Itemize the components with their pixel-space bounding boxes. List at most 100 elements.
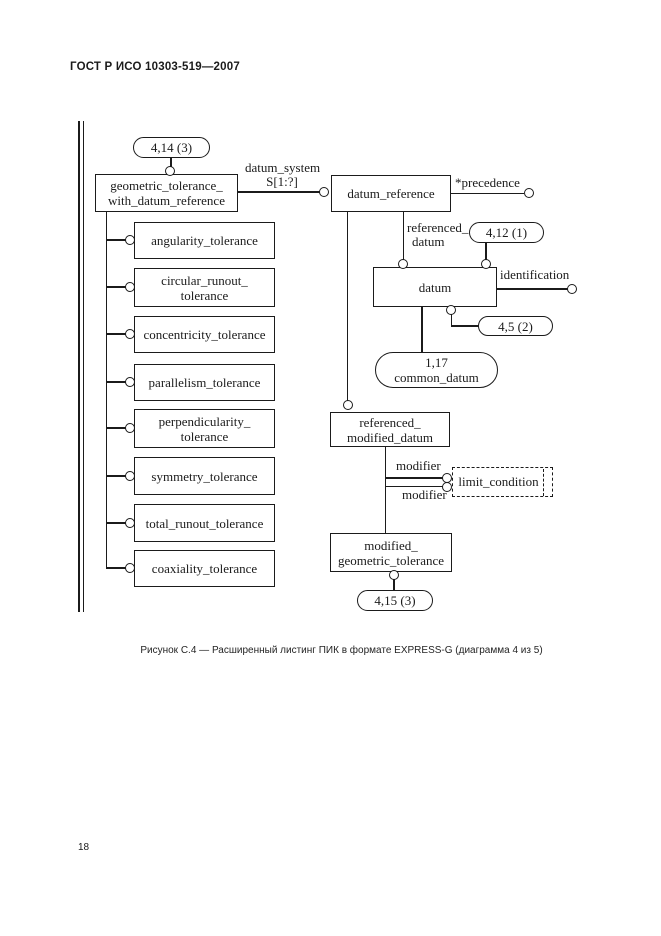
entity-label: parallelism_tolerance [148, 375, 261, 390]
entity-label: with_datum_reference [108, 193, 225, 208]
entity-label: concentricity_tolerance [143, 327, 266, 342]
entity-label: angularity_tolerance [151, 233, 258, 248]
connector-line [169, 157, 172, 167]
page-number: 18 [78, 842, 90, 853]
connector-line [485, 243, 487, 261]
relation-line-modifier-trunk [384, 447, 386, 533]
entity-label: modified_datum [347, 429, 433, 445]
connector-line [451, 325, 479, 327]
relation-circle [442, 482, 452, 492]
attribute-line-precedence [451, 192, 524, 194]
entity-box-symmetry-tolerance: symmetry_tolerance [134, 457, 275, 495]
attribute-label-precedence: *precedence [455, 175, 520, 190]
page-ref-oval-datum-in: 4,12 (1) [469, 222, 544, 243]
standard-designation: ГОСТ Р ИСО 10303-519—2007 [70, 61, 240, 73]
connector-line [450, 314, 452, 326]
entity-label: coaxiality_tolerance [151, 561, 258, 576]
subtype-circle [125, 235, 135, 245]
entity-label: tolerance [180, 428, 229, 444]
attribute-line-identification [497, 288, 568, 290]
entity-box-parallelism-tolerance: parallelism_tolerance [134, 364, 275, 401]
supertype-line-common-datum [420, 307, 423, 352]
entity-label: symmetry_tolerance [151, 468, 258, 484]
entity-label: referenced_ [359, 414, 421, 430]
attribute-line-modifier-bottom [385, 485, 443, 487]
attribute-label-line: datum_system [245, 160, 321, 175]
page-ref-label: 4,14 (3) [150, 140, 193, 155]
relation-line-datum-reference-to-referenced-modified-datum [346, 212, 348, 401]
relation-circle [398, 259, 408, 269]
relation-circle [165, 166, 175, 176]
subtype-branch-line [106, 475, 127, 477]
entity-box-coaxiality-tolerance: coaxiality_tolerance [134, 550, 275, 587]
relation-circle [319, 187, 329, 197]
figure-caption: Рисунок С.4 — Расширенный листинг ПИК в … [140, 645, 543, 656]
relation-circle [567, 284, 577, 294]
entity-label: circular_runout_ [161, 272, 248, 288]
subtype-circle [125, 329, 135, 339]
attribute-line-modifier-top [385, 477, 443, 479]
subtype-branch-line [106, 522, 127, 524]
subtype-branch-line [106, 286, 127, 288]
subtype-branch-line [106, 333, 127, 335]
subtype-circle [125, 563, 135, 573]
entity-box-circular-runout-tolerance: circular_runout_ tolerance [134, 268, 275, 307]
entity-box-perpendicularity-tolerance: perpendicularity_ tolerance [134, 409, 275, 448]
entity-label: datum [418, 279, 452, 295]
entity-label: modified_ [364, 537, 418, 553]
attribute-label-line: S[1:?] [266, 174, 298, 189]
attribute-label-identification: identification [500, 267, 570, 282]
page-ref-label: common_datum [394, 370, 479, 385]
subtype-circle [125, 518, 135, 528]
select-type-inner-edge [543, 468, 544, 496]
page-ref-label: 4,12 (1) [485, 225, 528, 240]
entity-box-referenced-modified-datum: referenced_ modified_datum [330, 412, 450, 447]
attribute-label-datum-system: datum_system S[1:?] [245, 160, 321, 189]
entity-box-angularity-tolerance: angularity_tolerance [134, 222, 275, 259]
entity-label: geometric_tolerance [337, 552, 445, 568]
page-ref-oval-common-datum: 1,17 common_datum [375, 352, 498, 388]
relation-circle [343, 400, 353, 410]
entity-box-datum: datum [373, 267, 497, 307]
entity-box-modified-geometric-tolerance: modified_ geometric_tolerance [330, 533, 452, 572]
entity-box-datum-reference: datum_reference [331, 175, 451, 212]
subtype-circle [125, 423, 135, 433]
connector-line-thick [392, 578, 395, 591]
subtype-circle [125, 377, 135, 387]
attribute-label-line: datum [412, 234, 445, 249]
relation-circle [524, 188, 534, 198]
relation-circle [389, 570, 399, 580]
page-ref-label: 4,5 (2) [498, 318, 533, 334]
entity-box-concentricity-tolerance: concentricity_tolerance [134, 316, 275, 353]
entity-label: geometric_tolerance_ [110, 178, 223, 193]
diagram-frame-line-outer [78, 121, 80, 612]
attribute-line-datum-system [238, 191, 320, 193]
subtype-circle [125, 282, 135, 292]
subtype-branch-line [106, 427, 127, 429]
attribute-label-line: referenced_ [407, 220, 469, 235]
page-ref-label: 1,17 [425, 355, 448, 370]
page-ref-oval-datum-out: 4,5 (2) [478, 316, 553, 336]
page-ref-oval-bottom: 4,15 (3) [357, 590, 433, 611]
diagram-frame-line-inner [82, 121, 84, 612]
relation-circle [481, 259, 491, 269]
entity-box-total-runout-tolerance: total_runout_tolerance [134, 504, 275, 542]
entity-label: perpendicularity_ [158, 413, 251, 429]
entity-label: limit_condition [458, 474, 539, 489]
attribute-line-referenced-datum [402, 212, 404, 262]
subtype-branch-line [106, 381, 127, 383]
page-ref-oval-top: 4,14 (3) [133, 137, 210, 158]
subtype-branch-line [106, 239, 127, 241]
page-ref-label: 4,15 (3) [374, 593, 416, 608]
subtype-trunk-line [105, 212, 108, 569]
entity-label: datum_reference [347, 186, 435, 201]
attribute-label-modifier-bottom: modifier [402, 487, 447, 502]
entity-label: total_runout_tolerance [145, 515, 264, 531]
entity-box-geometric-tolerance-with-datum-reference: geometric_tolerance_ with_datum_referenc… [95, 174, 238, 212]
select-type-box-limit-condition: limit_condition [452, 467, 553, 497]
subtype-circle [125, 471, 135, 481]
attribute-label-modifier-top: modifier [396, 458, 441, 473]
relation-circle [446, 305, 456, 315]
entity-label: tolerance [180, 287, 229, 303]
